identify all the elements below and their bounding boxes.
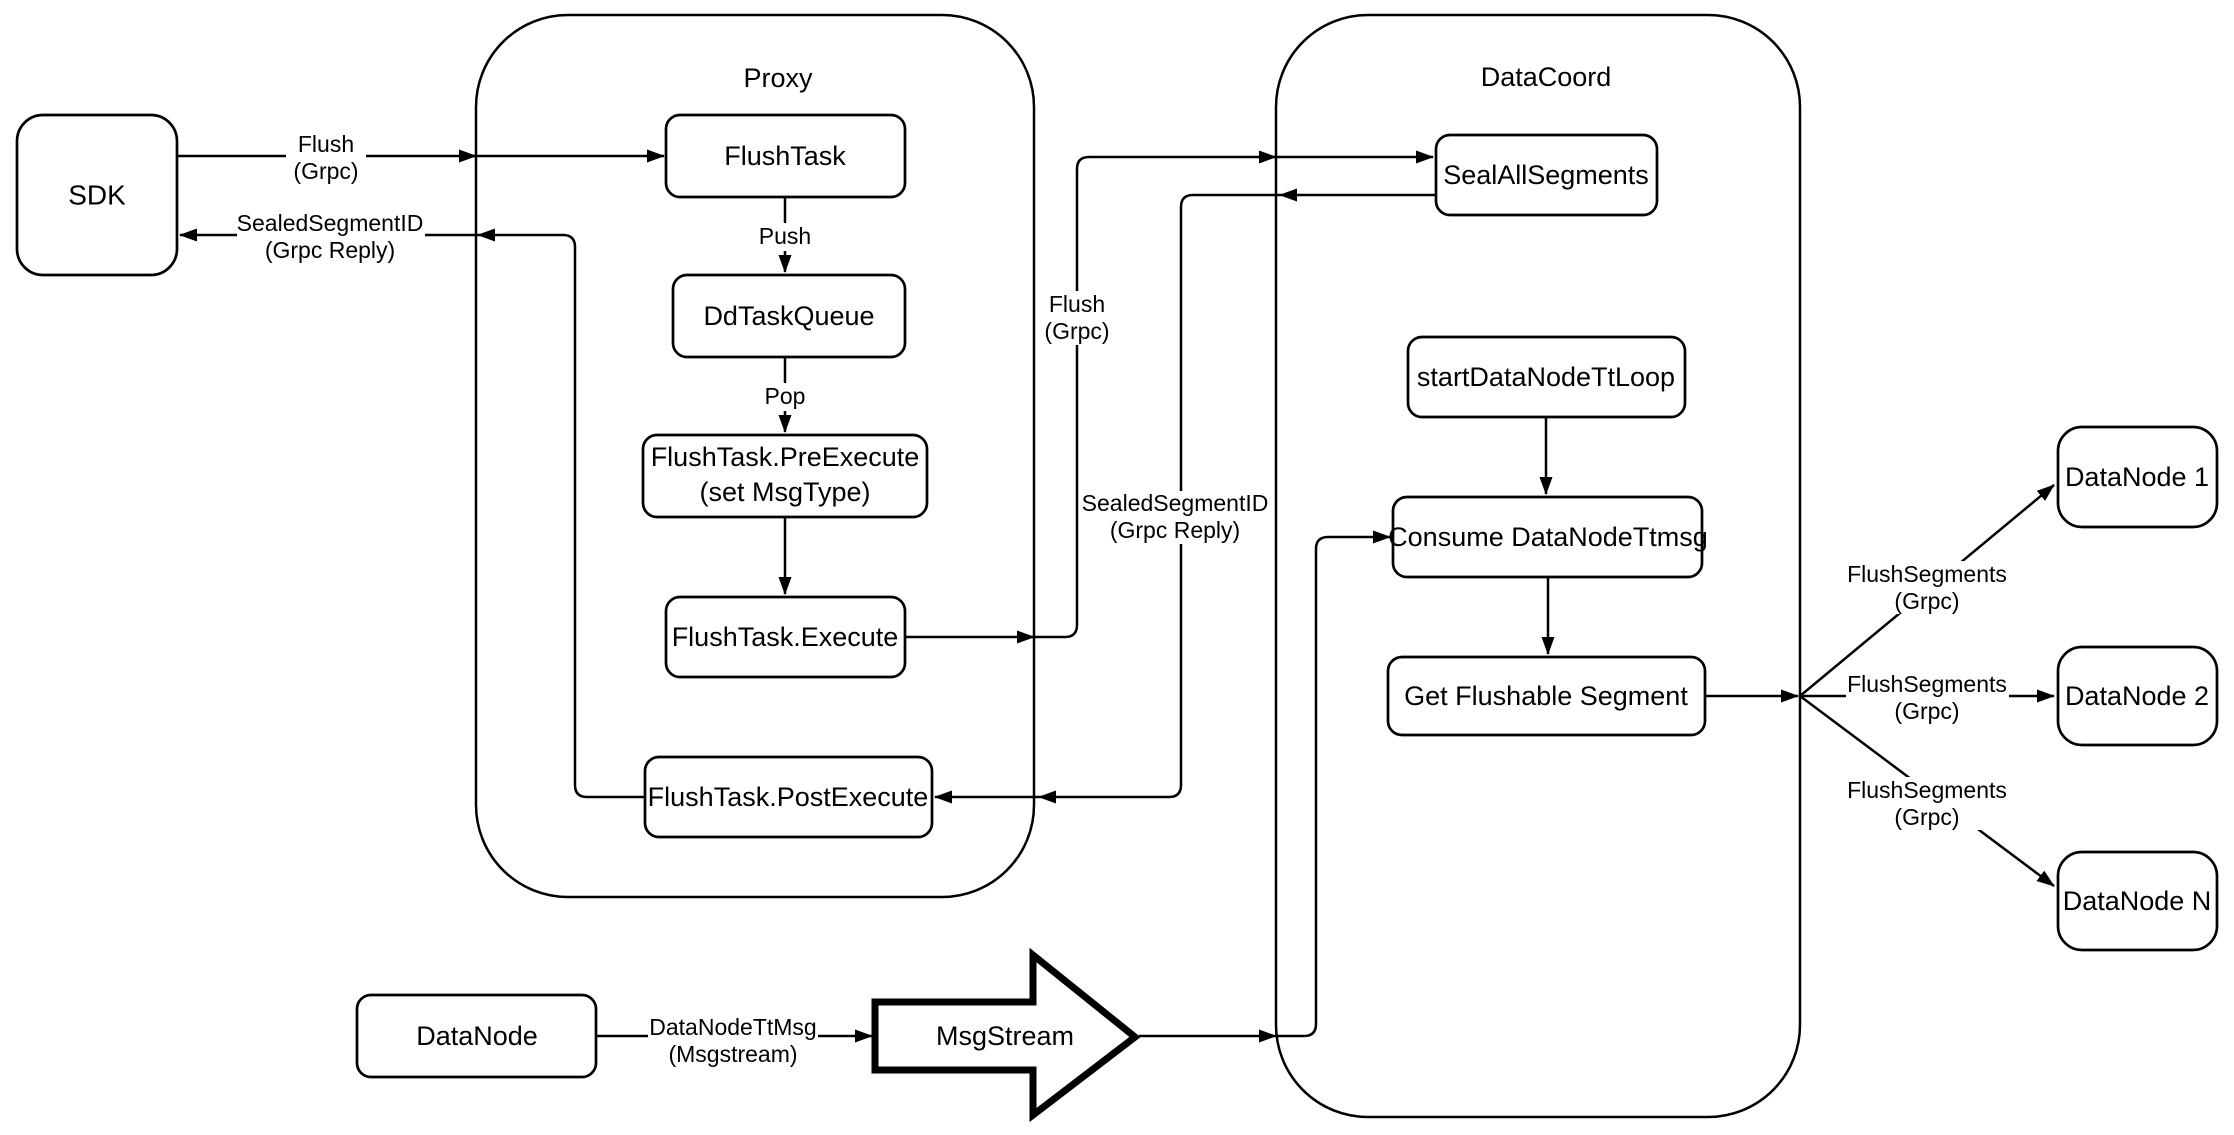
edge-label-proxy-sealed-line2: (Grpc Reply) bbox=[1110, 517, 1240, 543]
edge-label-proxy-sealed: SealedSegmentID (Grpc Reply) bbox=[1081, 490, 1269, 544]
node-flushtask-shape bbox=[664, 113, 907, 199]
edge-msgstream-to-consume bbox=[1139, 530, 1391, 1043]
node-flushtask: FlushTask bbox=[664, 113, 907, 199]
node-ddtaskqueue: DdTaskQueue bbox=[671, 273, 907, 359]
edge-label-flushsegments-1-line2: (Grpc) bbox=[1894, 588, 1959, 614]
edge-labels: Flush (Grpc) SealedSegmentID (Grpc Reply… bbox=[237, 131, 2009, 1067]
node-preexecute: FlushTask.PreExecute (set MsgType) bbox=[641, 433, 929, 519]
edge-label-flushsegments-3-line2: (Grpc) bbox=[1894, 804, 1959, 830]
node-consumedatanodettmsg-label: Consume DataNodeTtmsg bbox=[1388, 522, 1708, 552]
edge-label-flushsegments-3-line1: FlushSegments bbox=[1847, 777, 2007, 803]
node-startdatanodettloop-label: startDataNodeTtLoop bbox=[1417, 362, 1675, 392]
edge-label-datanodettmsg-line1: DataNodeTtMsg bbox=[649, 1014, 816, 1040]
node-sealallsegments: SealAllSegments bbox=[1434, 133, 1659, 217]
node-getflushablesegment-label: Get Flushable Segment bbox=[1404, 681, 1688, 711]
node-postexecute: FlushTask.PostExecute bbox=[643, 755, 934, 839]
node-msgstream: MsgStream bbox=[871, 947, 1141, 1123]
node-getflushablesegment-shape bbox=[1386, 655, 1707, 737]
edge-label-proxy-sealed-line1: SealedSegmentID bbox=[1082, 490, 1269, 516]
edge-label-flushsegments-1: FlushSegments (Grpc) bbox=[1846, 561, 2009, 614]
datacoord-container: DataCoord bbox=[1274, 13, 1802, 1119]
edge-label-push-text: Push bbox=[759, 223, 811, 249]
node-preexecute-label-line1: FlushTask.PreExecute bbox=[651, 442, 920, 472]
node-sealallsegments-label: SealAllSegments bbox=[1443, 160, 1649, 190]
node-datanode-bottom-label: DataNode bbox=[416, 1021, 538, 1051]
edge-label-sdk-flush: Flush (Grpc) bbox=[286, 131, 366, 185]
node-postexecute-shape bbox=[643, 755, 934, 839]
edge-label-flushsegments-1-line1: FlushSegments bbox=[1847, 561, 2007, 587]
node-flushtask-label: FlushTask bbox=[724, 141, 846, 171]
node-execute: FlushTask.Execute bbox=[664, 595, 907, 679]
datacoord-container-shape bbox=[1274, 13, 1802, 1119]
edge-label-flushsegments-2-line2: (Grpc) bbox=[1894, 698, 1959, 724]
node-consumedatanodettmsg: Consume DataNodeTtmsg bbox=[1388, 495, 1708, 579]
node-startdatanodettloop-shape bbox=[1406, 335, 1687, 419]
node-msgstream-label: MsgStream bbox=[936, 1021, 1074, 1051]
node-datanode-n-label: DataNode N bbox=[2063, 886, 2212, 916]
node-msgstream-shape bbox=[871, 947, 1141, 1123]
edge-label-proxy-flush-line2: (Grpc) bbox=[1044, 318, 1109, 344]
datacoord-container-label: DataCoord bbox=[1481, 62, 1612, 92]
edges bbox=[177, 149, 2055, 1043]
edge-label-datanodettmsg-line2: (Msgstream) bbox=[668, 1041, 797, 1067]
edge-label-sdk-sealed: SealedSegmentID (Grpc Reply) bbox=[237, 210, 425, 264]
node-datanode-n-shape bbox=[2056, 850, 2219, 952]
nodes: SDK FlushTask DdTaskQueue FlushTask.PreE… bbox=[15, 113, 2219, 1123]
edge-label-sdk-sealed-line2: (Grpc Reply) bbox=[265, 237, 395, 263]
edge-label-proxy-flush-line1: Flush bbox=[1049, 291, 1105, 317]
edge-label-flushsegments-2: FlushSegments (Grpc) bbox=[1846, 671, 2009, 724]
node-ddtaskqueue-shape bbox=[671, 273, 907, 359]
node-preexecute-shape bbox=[641, 433, 929, 519]
node-ddtaskqueue-label: DdTaskQueue bbox=[703, 301, 874, 331]
node-datanode-bottom-shape bbox=[355, 993, 598, 1079]
edge-postexecute-to-sdk bbox=[179, 228, 645, 799]
proxy-container-label: Proxy bbox=[743, 63, 813, 93]
node-datanode-2-label: DataNode 2 bbox=[2065, 681, 2209, 711]
edge-label-flushsegments-2-line1: FlushSegments bbox=[1847, 671, 2007, 697]
edge-label-datanodettmsg: DataNodeTtMsg (Msgstream) bbox=[648, 1014, 818, 1067]
node-execute-shape bbox=[664, 595, 907, 679]
node-datanode-2-shape bbox=[2056, 645, 2219, 747]
edge-label-sdk-flush-line1: Flush bbox=[298, 131, 354, 157]
node-sdk-shape bbox=[15, 113, 179, 277]
node-consumedatanodettmsg-shape bbox=[1391, 495, 1704, 579]
node-datanode-1-label: DataNode 1 bbox=[2065, 462, 2209, 492]
node-sdk: SDK bbox=[15, 113, 179, 277]
proxy-container: Proxy bbox=[474, 13, 1036, 899]
node-datanode-n: DataNode N bbox=[2056, 850, 2219, 952]
node-datanode-2: DataNode 2 bbox=[2056, 645, 2219, 747]
node-datanode-1: DataNode 1 bbox=[2056, 425, 2219, 529]
node-postexecute-label: FlushTask.PostExecute bbox=[648, 782, 929, 812]
node-sdk-label: SDK bbox=[68, 179, 126, 210]
proxy-container-shape bbox=[474, 13, 1036, 899]
node-preexecute-label-line2: (set MsgType) bbox=[699, 477, 870, 507]
node-sealallsegments-shape bbox=[1434, 133, 1659, 217]
edge-label-flushsegments-3: FlushSegments (Grpc) bbox=[1846, 777, 2009, 830]
node-startdatanodettloop: startDataNodeTtLoop bbox=[1406, 335, 1687, 419]
edge-label-sdk-flush-line2: (Grpc) bbox=[293, 158, 358, 184]
node-getflushablesegment: Get Flushable Segment bbox=[1386, 655, 1707, 737]
edge-label-push: Push bbox=[757, 223, 814, 251]
node-datanode-bottom: DataNode bbox=[355, 993, 598, 1079]
edge-label-pop-text: Pop bbox=[765, 383, 806, 409]
node-datanode-1-shape bbox=[2056, 425, 2219, 529]
edge-label-pop: Pop bbox=[762, 383, 809, 411]
edge-label-sdk-sealed-line1: SealedSegmentID bbox=[237, 210, 424, 236]
edge-execute-to-sealallsegments bbox=[905, 150, 1434, 644]
node-execute-label: FlushTask.Execute bbox=[672, 622, 899, 652]
edge-label-proxy-flush: Flush (Grpc) bbox=[1037, 291, 1117, 345]
